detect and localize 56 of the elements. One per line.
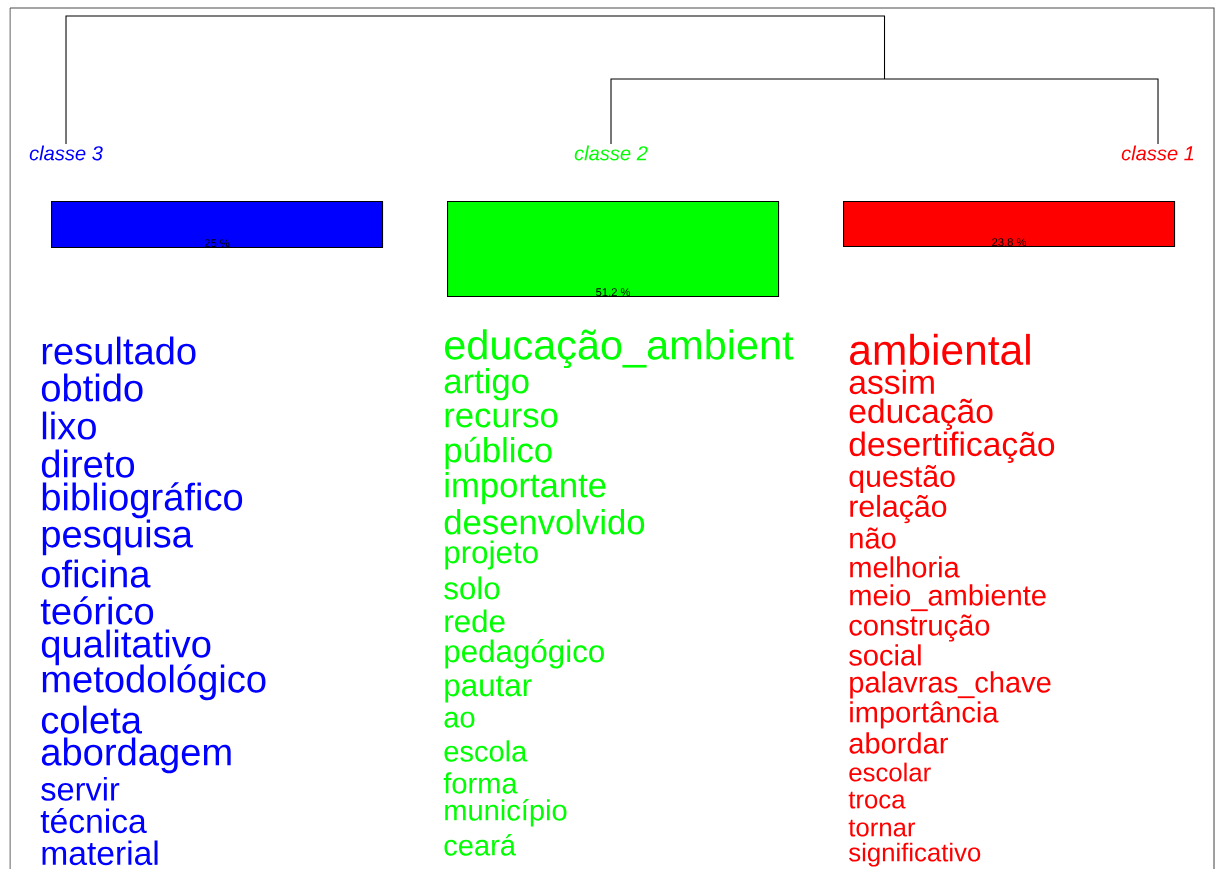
class-label: classe 1 bbox=[1121, 145, 1194, 161]
word-label: público bbox=[445, 436, 552, 470]
word-label: melhoria bbox=[850, 556, 960, 578]
word-label: artigo bbox=[444, 368, 529, 401]
bar: 23.8 % bbox=[843, 201, 1176, 248]
word-label: relação bbox=[850, 494, 947, 524]
word-label: coleta bbox=[41, 705, 142, 734]
class-label: classe 2 bbox=[574, 145, 648, 161]
word-label: qualitativo bbox=[41, 629, 211, 666]
word-label: escola bbox=[444, 740, 528, 762]
bar: 51.2 % bbox=[447, 201, 780, 298]
word-label: palavras_chave bbox=[850, 671, 1051, 699]
word-label: ao bbox=[444, 711, 475, 728]
word-label: tornar bbox=[848, 819, 916, 837]
bar: 25 % bbox=[51, 201, 384, 249]
word-label: solo bbox=[444, 576, 500, 600]
word-label: recurso bbox=[445, 408, 558, 428]
word-label: educação_ambient bbox=[445, 329, 794, 369]
word-label: material bbox=[42, 840, 158, 866]
word-label: desertificação bbox=[849, 431, 1055, 463]
word-label: importante bbox=[445, 472, 606, 505]
word-label: ambiental bbox=[850, 333, 1030, 366]
word-label: construção bbox=[849, 614, 990, 642]
word-label: metodológico bbox=[42, 664, 266, 701]
word-label: educação bbox=[849, 398, 993, 430]
word-label: rede bbox=[445, 609, 505, 633]
word-label: técnica bbox=[40, 808, 147, 834]
word-label: obtido bbox=[41, 373, 143, 402]
word-label: não bbox=[850, 527, 896, 549]
word-label: pesquisa bbox=[42, 519, 193, 556]
word-label: troca bbox=[848, 791, 906, 809]
word-label: pedagógico bbox=[445, 639, 604, 669]
word-label: desenvolvido bbox=[444, 509, 645, 535]
word-label: escolar bbox=[849, 762, 931, 782]
word-label: ceará bbox=[444, 834, 516, 856]
word-label: direto bbox=[41, 449, 135, 478]
word-label: município bbox=[445, 799, 567, 827]
dendrogram-drawing bbox=[65, 15, 1159, 145]
word-label: teórico bbox=[40, 596, 154, 625]
word-label: abordar bbox=[849, 732, 948, 754]
word-label: social bbox=[849, 644, 921, 666]
word-label: servir bbox=[41, 776, 120, 801]
word-label: questão bbox=[849, 465, 955, 493]
word-label: resultado bbox=[42, 336, 196, 365]
word-label: pautar bbox=[445, 675, 532, 703]
class-label: classe 3 bbox=[29, 145, 103, 161]
word-label: lixo bbox=[42, 411, 96, 440]
word-label: abordagem bbox=[41, 737, 231, 774]
word-label: projeto bbox=[445, 540, 538, 570]
word-label: forma bbox=[443, 772, 518, 794]
word-label: significativo bbox=[849, 842, 981, 867]
word-label: importância bbox=[850, 701, 999, 729]
word-label: oficina bbox=[41, 559, 151, 588]
word-label: bibliográfico bbox=[42, 482, 243, 519]
word-label: meio_ambiente bbox=[850, 584, 1046, 612]
word-label: assim bbox=[849, 369, 934, 395]
